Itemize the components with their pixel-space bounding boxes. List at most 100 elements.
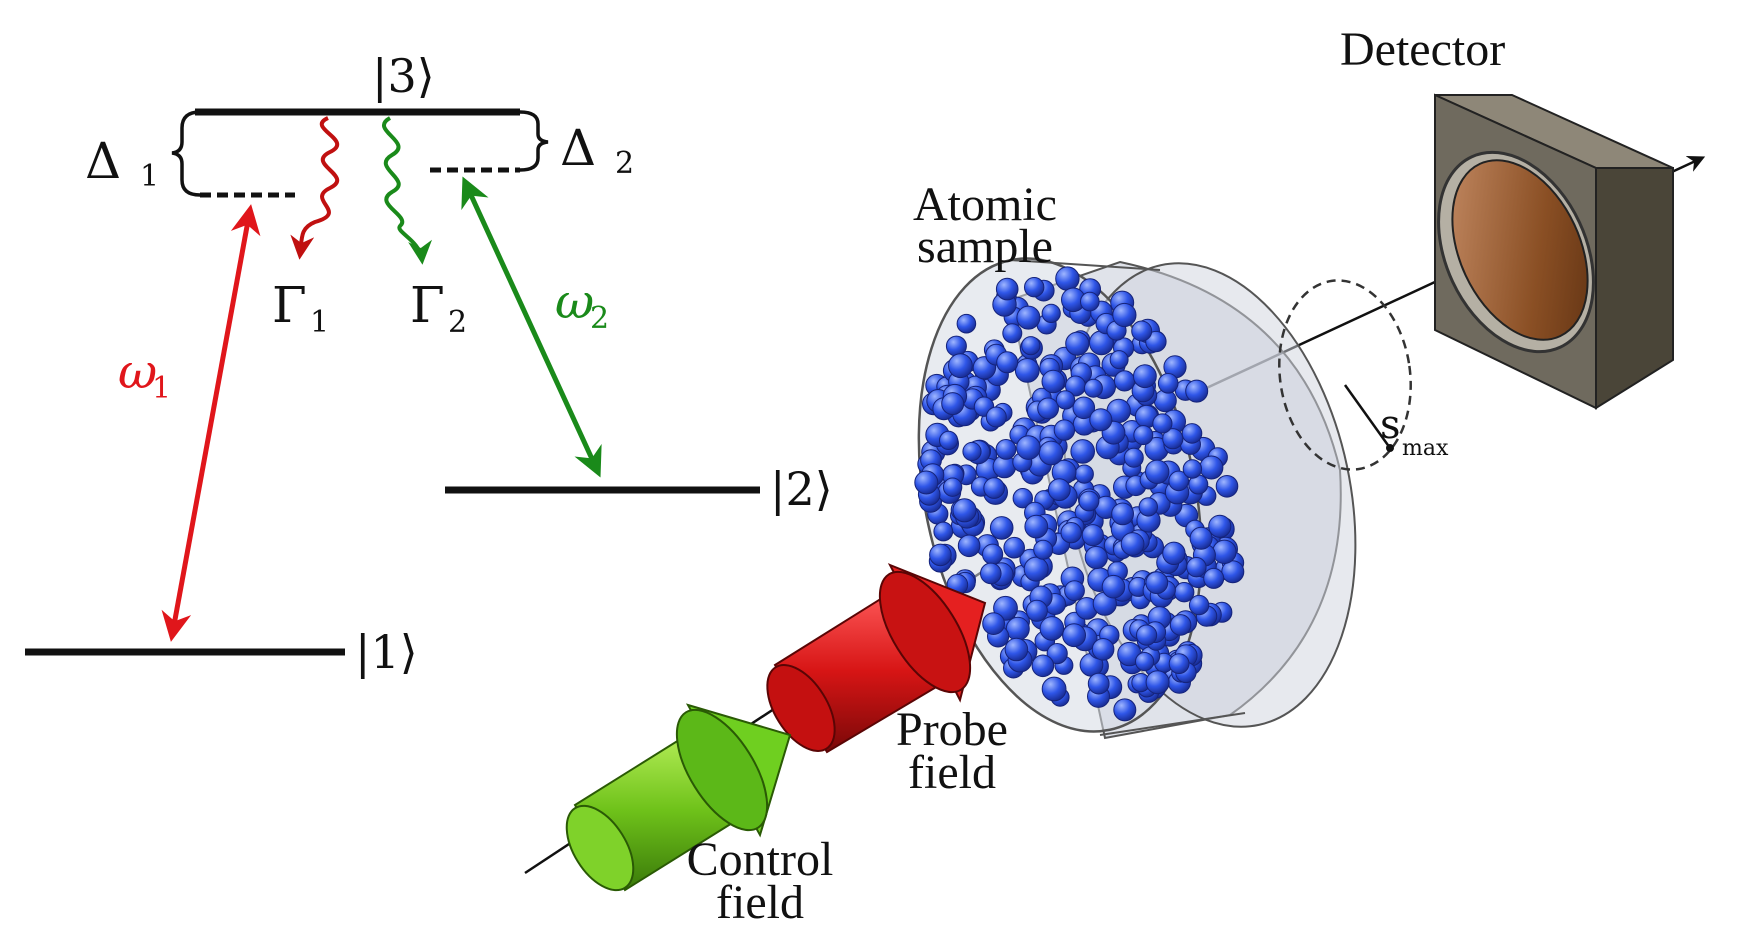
gamma-2-decay-arrow [381, 116, 433, 265]
probe-field-label-line1: Probe [896, 703, 1008, 756]
atom [983, 477, 1005, 499]
atom [945, 335, 967, 357]
atom [996, 351, 1019, 374]
state-1-label: |1⟩ [355, 625, 418, 679]
atom [1023, 556, 1049, 582]
atom [1055, 390, 1076, 410]
atom [1060, 522, 1082, 544]
level-diagram: |3⟩ |2⟩ |1⟩ Δ 1 Δ 2 Γ 1 Γ 2 ω 1 ω 2 [25, 49, 833, 679]
atomic-sample [914, 257, 1357, 740]
atom [1145, 459, 1170, 484]
atom [957, 534, 981, 558]
atom [1053, 419, 1076, 441]
atom [1081, 524, 1104, 547]
atom [1004, 637, 1029, 662]
atom [1162, 541, 1186, 565]
atom [1212, 539, 1237, 564]
probe-cone-base [878, 570, 972, 694]
delta-2-brace [519, 110, 549, 172]
cylinder-bottom-edge [1099, 712, 1246, 736]
control-field-label-line2: field [716, 876, 804, 929]
atom [1189, 526, 1213, 550]
control-cone-base [675, 708, 769, 832]
atom [939, 430, 959, 450]
state-2-label: |2⟩ [770, 462, 833, 516]
atom [1101, 574, 1126, 599]
atom [1025, 599, 1048, 622]
atom [1145, 330, 1167, 353]
omega-1-arrow [161, 204, 261, 642]
atom [1078, 490, 1100, 512]
atom [929, 543, 952, 567]
omega-2-symbol: ω [555, 274, 594, 330]
atom [1186, 557, 1207, 578]
atom [1021, 336, 1041, 356]
atom [1089, 408, 1113, 432]
atom [1133, 425, 1154, 446]
atom [1005, 616, 1030, 641]
atom [1123, 447, 1144, 468]
probe-field-arrow [766, 563, 987, 754]
delta-2-subscript: 2 [615, 146, 634, 181]
atom [1168, 653, 1190, 674]
atom-cloud [914, 266, 1245, 722]
atom [1039, 616, 1065, 641]
atom [1084, 545, 1108, 570]
atomic-sample-label-line2: sample [917, 220, 1053, 273]
atom [1185, 379, 1209, 403]
delta-2-symbol: Δ [560, 119, 596, 177]
atom [1037, 397, 1059, 420]
atom [1083, 378, 1103, 398]
control-field-arrow [565, 703, 792, 892]
atom [1152, 413, 1173, 434]
atom [1012, 488, 1033, 509]
atom [1065, 331, 1090, 356]
atom [1120, 532, 1145, 556]
atom [1145, 670, 1170, 695]
atom [942, 477, 963, 497]
atom [1215, 475, 1239, 498]
atom [914, 470, 939, 495]
atom [1070, 439, 1095, 464]
detector-side-face [1595, 167, 1674, 410]
atom [1136, 624, 1158, 646]
delta-1-subscript: 1 [140, 159, 159, 194]
cylinder-top-edge [1009, 259, 1161, 271]
s-max-dot [1386, 444, 1394, 452]
atom [1113, 370, 1136, 392]
atom [1109, 350, 1129, 370]
gamma-1-subscript: 1 [310, 305, 329, 340]
atom [1203, 567, 1225, 589]
atom [1138, 497, 1159, 517]
omega-2-arrow [461, 176, 602, 478]
atom [1112, 302, 1137, 328]
atom [1047, 478, 1071, 502]
atom [1162, 428, 1184, 450]
control-field-label-line1: Control [687, 833, 834, 886]
atom [933, 521, 954, 542]
atom [1087, 672, 1110, 695]
detector-label: Detector [1340, 23, 1505, 76]
s-max-radius [1343, 384, 1392, 449]
atom [980, 562, 1002, 585]
atom [1133, 364, 1157, 389]
atom [1131, 320, 1153, 342]
detector-lens [1451, 159, 1589, 341]
atom [995, 277, 1019, 301]
detector [1434, 93, 1674, 410]
delta-1-symbol: Δ [85, 132, 121, 190]
atom [1014, 358, 1040, 383]
atom [1016, 305, 1041, 330]
atom [1046, 643, 1068, 665]
atom [1080, 291, 1100, 312]
atom [1041, 369, 1065, 394]
gamma-2-subscript: 2 [448, 305, 467, 340]
atom [952, 498, 977, 523]
atom [1041, 303, 1061, 323]
atom [982, 543, 1004, 565]
s-max-label: s [1380, 402, 1401, 448]
probe-cylinder-end [766, 664, 836, 752]
atom [1157, 373, 1179, 394]
atom [1145, 571, 1169, 595]
